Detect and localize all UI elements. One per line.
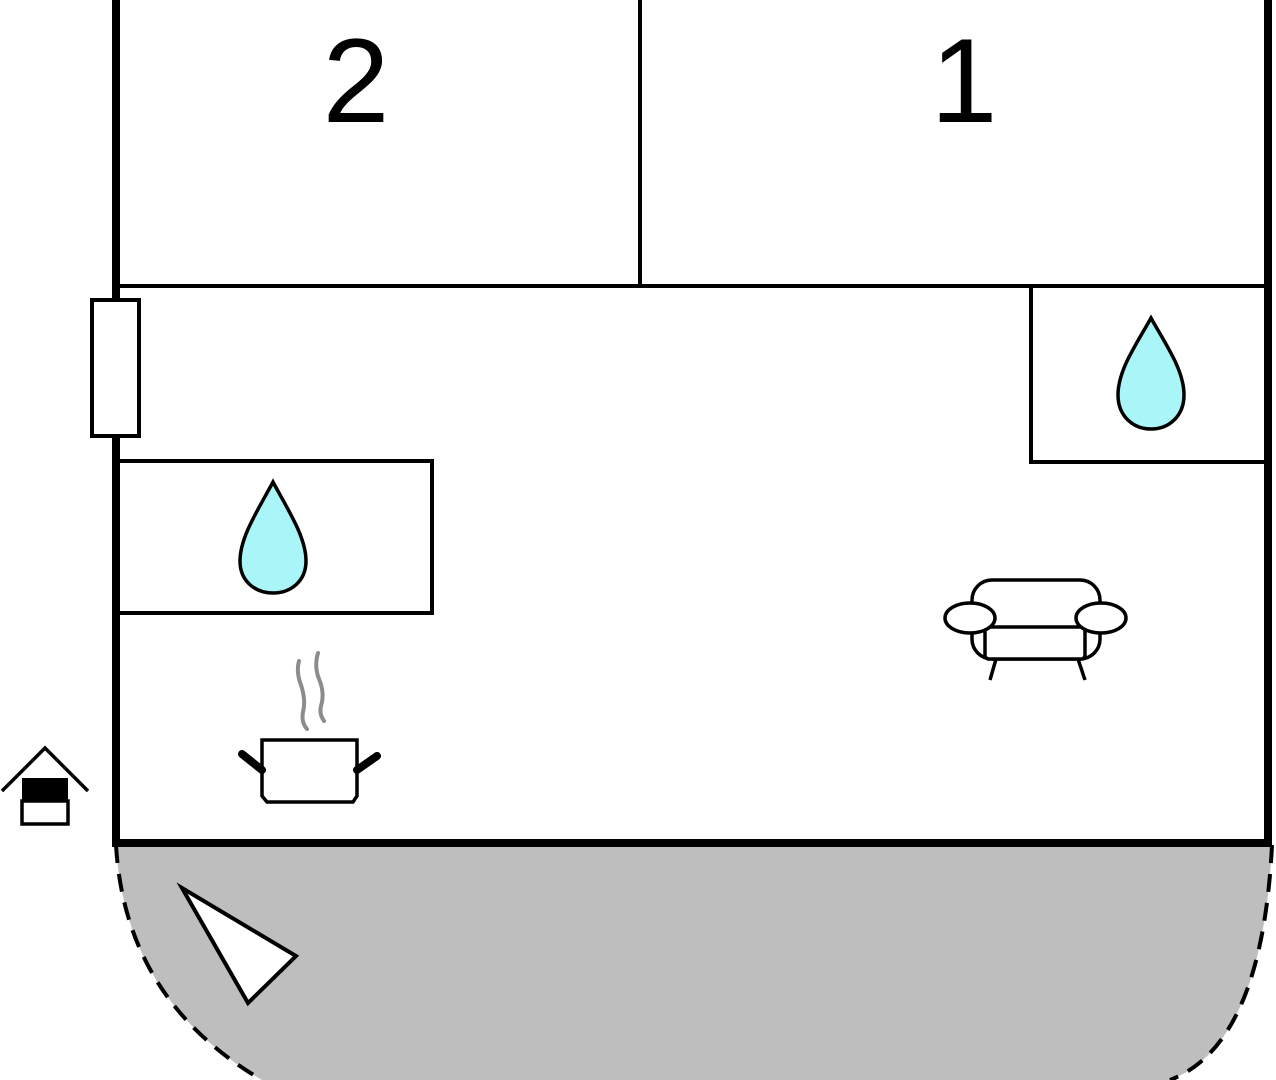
outer-walls: [112, 0, 1272, 847]
room-number-2: 2: [323, 14, 390, 148]
steam-right: [314, 651, 326, 723]
bathroom-right-walls: [1029, 286, 1268, 464]
water-drop-icon: [238, 478, 308, 595]
sofa-arm-left: [943, 601, 997, 635]
pot-handle-left: [238, 750, 266, 774]
sofa-seat: [983, 625, 1087, 661]
sofa-icon: [943, 578, 1128, 681]
house-door-top: [22, 778, 68, 801]
terrace-area: [116, 845, 1272, 1080]
house-roof: [0, 745, 90, 793]
pot-handle-right: [353, 752, 381, 774]
room-number-1: 1: [931, 14, 998, 148]
pot-body: [260, 738, 359, 804]
terrace: [114, 844, 1274, 1080]
bathroom-left-walls: [116, 459, 434, 615]
terrace-triangle-icon: [176, 882, 300, 1007]
house-entrance-icon: [0, 745, 90, 826]
bathroom-right: [1029, 286, 1268, 464]
sofa-arm-right: [1074, 601, 1128, 635]
terrace-dashed-border: [114, 844, 1274, 1080]
water-drop-icon: [1116, 314, 1186, 431]
house-door-bottom: [20, 799, 70, 826]
sofa-leg-right: [1076, 658, 1087, 681]
steam-left: [295, 659, 309, 731]
cooking-pot-icon: [238, 651, 381, 804]
interior-walls: [116, 0, 1268, 288]
entrance-door: [90, 298, 141, 438]
sofa-leg-left: [988, 658, 998, 681]
bathroom-left: [116, 459, 434, 615]
